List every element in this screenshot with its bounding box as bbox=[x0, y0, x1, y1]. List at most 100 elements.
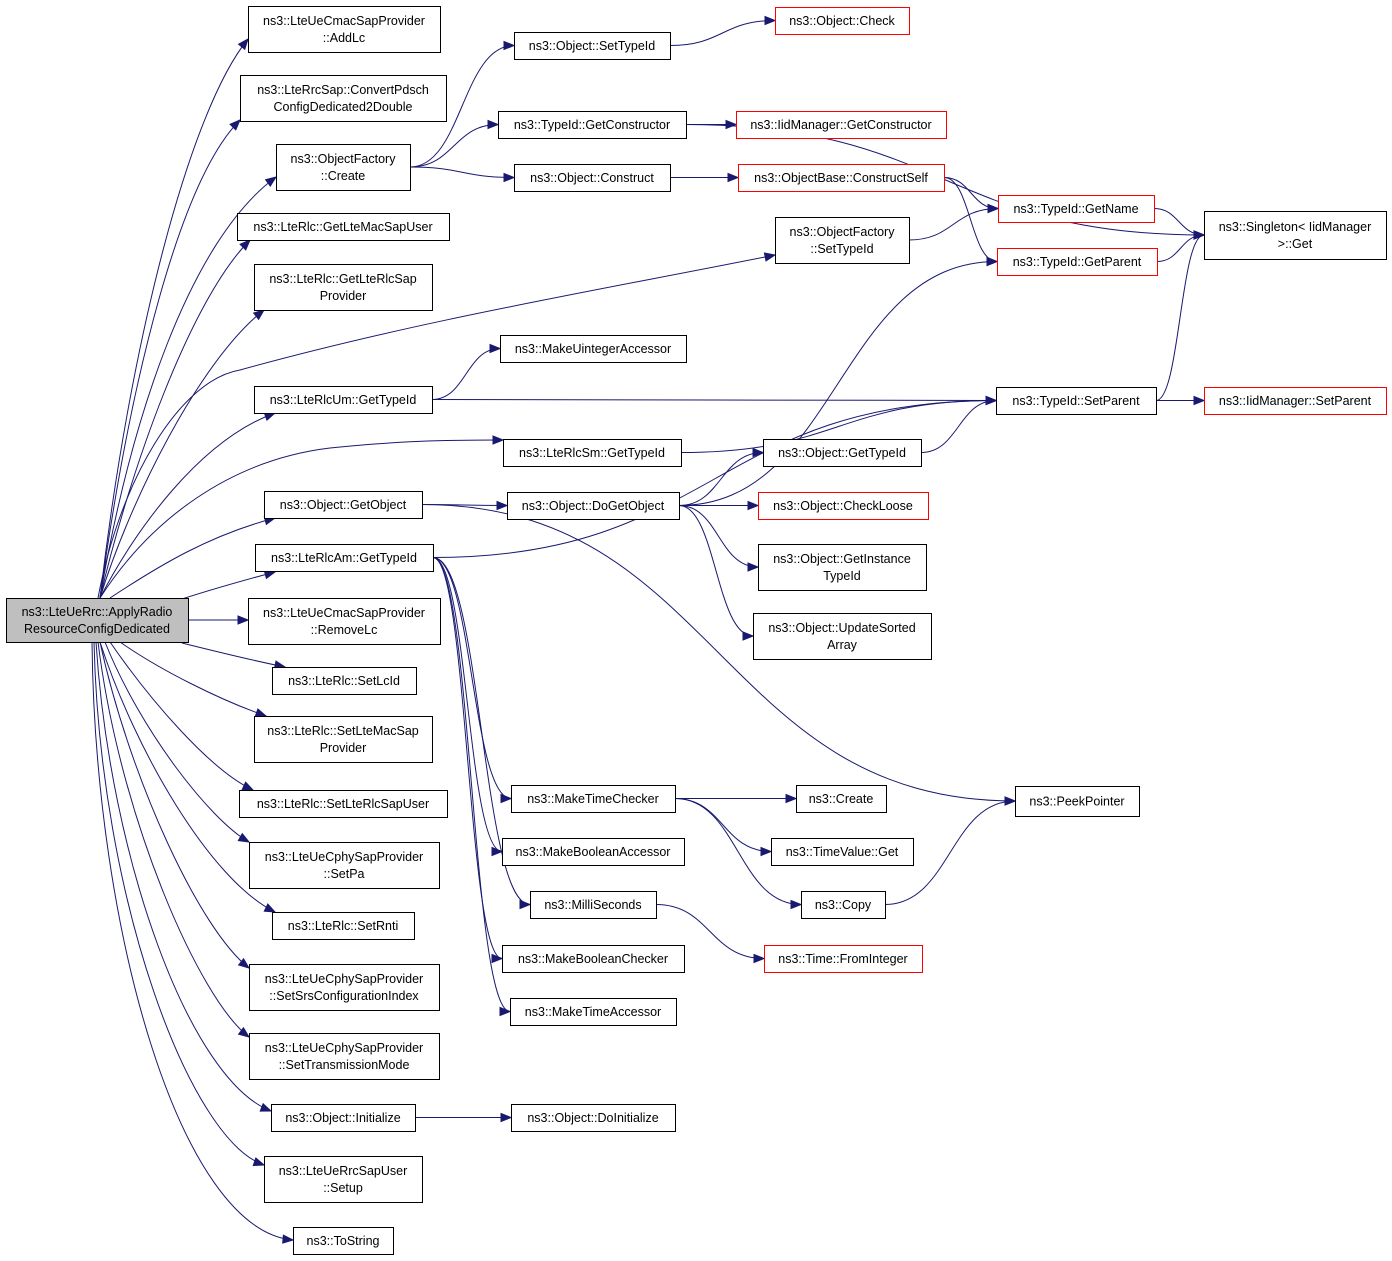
node-label-removelc-line-0: ns3::LteUeCmacSapProvider bbox=[263, 606, 425, 620]
node-constructself[interactable]: ns3::ObjectBase::ConstructSelf bbox=[738, 164, 945, 192]
node-smgettypeid[interactable]: ns3::LteRlcSm::GetTypeId bbox=[503, 439, 682, 467]
node-setsrs[interactable]: ns3::LteUeCphySapProvider::SetSrsConfigu… bbox=[249, 964, 440, 1011]
node-doinitialize[interactable]: ns3::Object::DoInitialize bbox=[511, 1104, 676, 1132]
node-label-getltemacsapuser-line-0: ns3::LteRlc::GetLteMacSapUser bbox=[253, 220, 432, 234]
node-root[interactable]: ns3::LteUeRrc::ApplyRadioResourceConfigD… bbox=[6, 598, 189, 643]
edge-arrowhead-dogetobject-to-getparent bbox=[986, 256, 999, 267]
node-setlcid[interactable]: ns3::LteRlc::SetLcId bbox=[272, 667, 417, 695]
node-box-ofcreate bbox=[276, 144, 411, 191]
node-tostring[interactable]: ns3::ToString bbox=[293, 1227, 394, 1255]
node-copy[interactable]: ns3::Copy bbox=[801, 891, 886, 919]
node-label-settxmode-line-1: ::SetTransmissionMode bbox=[279, 1058, 410, 1072]
node-iidgetconstructor[interactable]: ns3::IidManager::GetConstructor bbox=[736, 111, 947, 139]
edge-arrowhead-root-to-setsrs bbox=[237, 957, 251, 969]
node-setpa[interactable]: ns3::LteUeCphySapProvider::SetPa bbox=[249, 842, 440, 889]
node-getltemacsapuser[interactable]: ns3::LteRlc::GetLteMacSapUser bbox=[237, 213, 450, 241]
node-setrnti[interactable]: ns3::LteRlc::SetRnti bbox=[272, 912, 415, 940]
node-label-maketimechecker-line-0: ns3::MakeTimeChecker bbox=[527, 792, 659, 806]
edge-amgettypeid-to-maketimeacc bbox=[432, 557, 511, 1012]
node-box-settxmode bbox=[249, 1033, 440, 1080]
edge-root-to-getobject bbox=[109, 517, 276, 599]
node-label-addlc-line-0: ns3::LteUeCmacSapProvider bbox=[263, 14, 425, 28]
node-settxmode[interactable]: ns3::LteUeCphySapProvider::SetTransmissi… bbox=[249, 1033, 440, 1080]
edge-getparent-to-singletonget bbox=[1156, 234, 1205, 262]
node-convertpdsch[interactable]: ns3::LteRrcSap::ConvertPdschConfigDedica… bbox=[240, 75, 447, 122]
node-label-setup-line-0: ns3::LteUeRrcSapUser bbox=[279, 1164, 408, 1178]
node-iidsetparent[interactable]: ns3::IidManager::SetParent bbox=[1204, 387, 1387, 415]
edge-arrowhead-maketimechecker-to-timevalueget bbox=[760, 846, 773, 857]
node-check[interactable]: ns3::Object::Check bbox=[775, 7, 910, 35]
node-frominteger[interactable]: ns3::Time::FromInteger bbox=[764, 945, 923, 973]
node-ogettypeid[interactable]: ns3::Object::GetTypeId bbox=[763, 439, 922, 467]
node-setparent[interactable]: ns3::TypeId::SetParent bbox=[996, 387, 1157, 415]
edge-arrowhead-amgettypeid-to-milliseconds bbox=[519, 899, 532, 910]
node-ofsettypeid[interactable]: ns3::ObjectFactory::SetTypeId bbox=[775, 217, 910, 264]
node-label-ns3create-line-0: ns3::Create bbox=[809, 792, 874, 806]
node-label-setltemacsapprovider-line-1: Provider bbox=[320, 741, 367, 755]
node-label-singletonget-line-1: >::Get bbox=[1278, 237, 1313, 251]
node-box-getparent bbox=[997, 248, 1158, 276]
node-makeuintacc[interactable]: ns3::MakeUintegerAccessor bbox=[500, 335, 687, 363]
node-ofcreate[interactable]: ns3::ObjectFactory::Create bbox=[276, 144, 411, 191]
node-label-getinsttypeid-line-1: TypeId bbox=[823, 569, 861, 583]
node-box-getconstructor bbox=[498, 111, 687, 139]
node-label-settxmode-line-0: ns3::LteUeCphySapProvider bbox=[265, 1041, 423, 1055]
node-label-settypeid-line-0: ns3::Object::SetTypeId bbox=[529, 39, 656, 53]
node-timevalueget[interactable]: ns3::TimeValue::Get bbox=[771, 838, 914, 866]
node-initialize[interactable]: ns3::Object::Initialize bbox=[271, 1104, 416, 1132]
node-maketimeacc[interactable]: ns3::MakeTimeAccessor bbox=[510, 998, 677, 1026]
edges-layer bbox=[91, 15, 1206, 1244]
edge-root-to-ofcreate bbox=[99, 176, 277, 599]
edge-arrowhead-ofcreate-to-construct bbox=[503, 172, 516, 183]
node-getconstructor[interactable]: ns3::TypeId::GetConstructor bbox=[498, 111, 687, 139]
edge-arrowhead-root-to-setpa bbox=[237, 832, 251, 843]
node-dogetobject[interactable]: ns3::Object::DoGetObject bbox=[507, 492, 680, 520]
node-box-ogettypeid bbox=[763, 439, 922, 467]
node-maketimechecker[interactable]: ns3::MakeTimeChecker bbox=[511, 785, 676, 813]
node-removelc[interactable]: ns3::LteUeCmacSapProvider::RemoveLc bbox=[248, 598, 441, 645]
node-makeboolacc[interactable]: ns3::MakeBooleanAccessor bbox=[502, 838, 685, 866]
edge-arrowhead-root-to-setrnti bbox=[263, 903, 277, 913]
edge-settypeid-to-check bbox=[669, 20, 776, 46]
node-settypeid[interactable]: ns3::Object::SetTypeId bbox=[514, 32, 671, 60]
node-getname[interactable]: ns3::TypeId::GetName bbox=[998, 195, 1155, 223]
node-box-smgettypeid bbox=[503, 439, 682, 467]
node-getparent[interactable]: ns3::TypeId::GetParent bbox=[997, 248, 1158, 276]
node-label-copy-line-0: ns3::Copy bbox=[815, 898, 872, 912]
node-box-setltemacsapprovider bbox=[254, 716, 433, 763]
node-singletonget[interactable]: ns3::Singleton< IidManager >::Get bbox=[1204, 211, 1387, 260]
node-label-setlcid-line-0: ns3::LteRlc::SetLcId bbox=[288, 674, 400, 688]
edge-arrowhead-root-to-getlterlcsapprovider bbox=[252, 309, 266, 321]
node-milliseconds[interactable]: ns3::MilliSeconds bbox=[530, 891, 657, 919]
node-amgettypeid[interactable]: ns3::LteRlcAm::GetTypeId bbox=[255, 544, 434, 572]
edge-root-to-setrnti bbox=[99, 641, 276, 913]
node-box-amgettypeid bbox=[255, 544, 434, 572]
edge-maketimechecker-to-copy bbox=[674, 798, 802, 905]
node-setlterlcsapuser[interactable]: ns3::LteRlc::SetLteRlcSapUser bbox=[239, 790, 448, 818]
node-box-constructself bbox=[738, 164, 945, 192]
edge-root-to-setpa bbox=[104, 641, 250, 843]
node-peekpointer[interactable]: ns3::PeekPointer bbox=[1015, 786, 1140, 817]
edge-ofcreate-to-construct bbox=[409, 166, 515, 178]
node-ns3create[interactable]: ns3::Create bbox=[796, 785, 887, 813]
node-setup[interactable]: ns3::LteUeRrcSapUser::Setup bbox=[264, 1156, 423, 1203]
node-getobject[interactable]: ns3::Object::GetObject bbox=[264, 491, 423, 519]
node-checkloose[interactable]: ns3::Object::CheckLoose bbox=[758, 492, 929, 520]
node-label-updatesorted-line-0: ns3::Object::UpdateSorted bbox=[768, 621, 915, 635]
edge-dogetobject-to-getinsttypeid bbox=[678, 505, 759, 568]
edge-root-to-umgettypeid bbox=[99, 412, 276, 599]
edge-arrowhead-dogetobject-to-getinsttypeid bbox=[747, 562, 760, 572]
node-makeboolchecker[interactable]: ns3::MakeBooleanChecker bbox=[502, 945, 685, 973]
node-label-timevalueget-line-0: ns3::TimeValue::Get bbox=[786, 845, 899, 859]
node-box-maketimeacc bbox=[510, 998, 677, 1026]
edge-dogetobject-to-updatesorted bbox=[678, 505, 754, 637]
node-box-getobject bbox=[264, 491, 423, 519]
node-addlc[interactable]: ns3::LteUeCmacSapProvider::AddLc bbox=[248, 6, 441, 53]
node-umgettypeid[interactable]: ns3::LteRlcUm::GetTypeId bbox=[254, 386, 433, 414]
node-label-makeboolacc-line-0: ns3::MakeBooleanAccessor bbox=[516, 845, 671, 859]
node-construct[interactable]: ns3::Object::Construct bbox=[514, 164, 671, 192]
